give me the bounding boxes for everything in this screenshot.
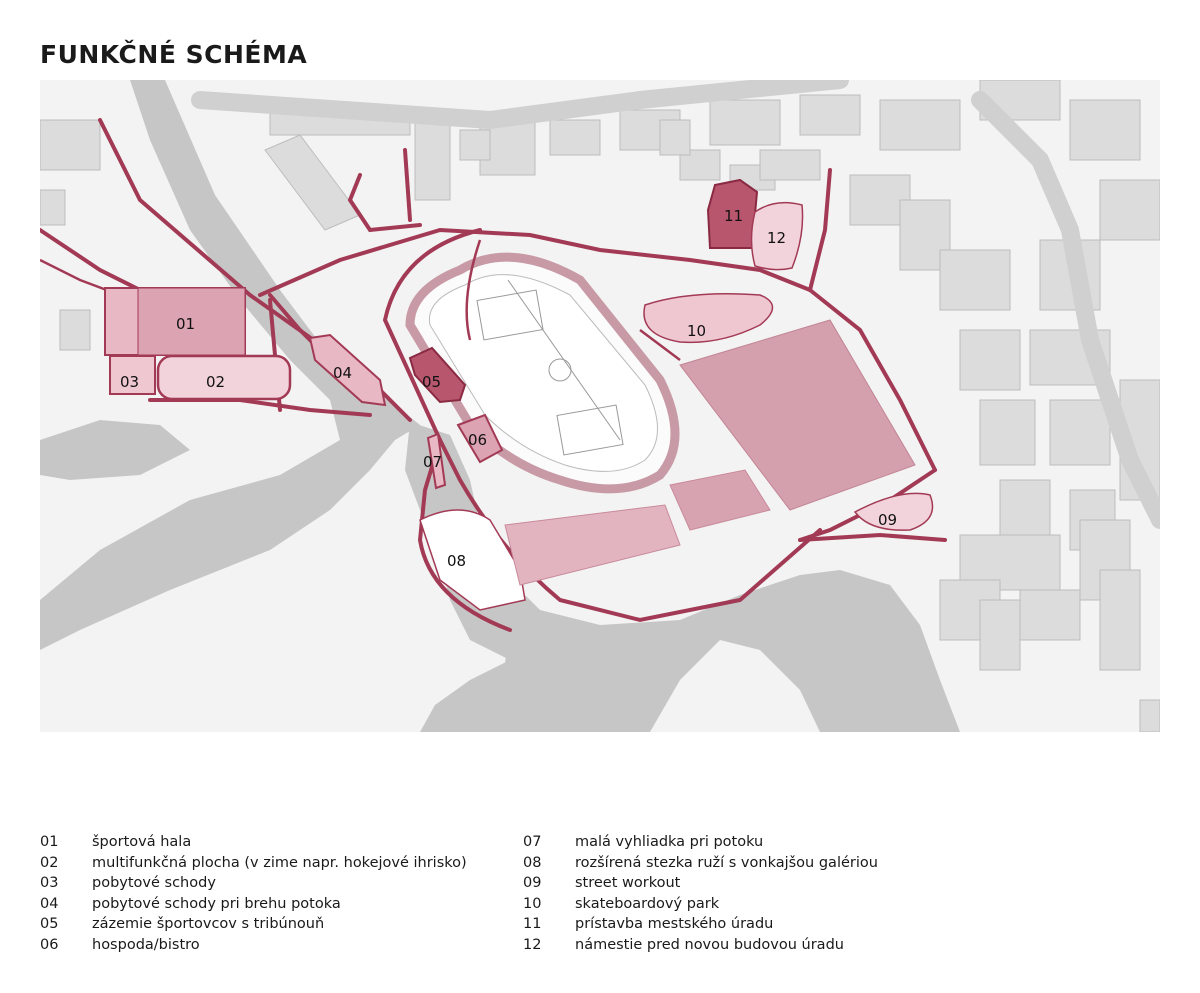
zone-01-roof [137,287,246,356]
zone-label-07: 07 [423,453,442,471]
river [40,80,960,732]
legend-number: 08 [523,854,542,871]
legend-item: 03 pobytové schody [40,873,467,894]
site-map: 01 02 03 04 05 06 07 08 09 10 11 12 [40,80,1160,732]
site-map-drawing: 01 02 03 04 05 06 07 08 09 10 11 12 [40,80,1160,732]
legend-item: 04 pobytové schody pri brehu potoka [40,894,467,915]
zone-05-shape [408,346,467,404]
zone-label-05: 05 [422,373,441,391]
legend-label: skateboardový park [575,895,720,912]
legend-item: 02 multifunkčná plocha (v zime napr. hoke… [40,853,467,874]
legend-label: rozšírená stezka ruží s vonkajšou galéri… [575,854,878,871]
zone-label-11: 11 [724,207,743,225]
legend-number: 12 [523,936,542,953]
zone-12-shape [750,201,804,271]
legend-label: street workout [575,875,681,891]
zone-label-01: 01 [176,315,195,333]
zone-10-shape [643,293,774,344]
legend-number: 05 [40,916,59,932]
football-field [679,319,916,511]
zone-labels: 01 02 03 04 05 06 07 08 09 10 11 12 [120,207,897,570]
legend-label: pobytové schody pri brehu potoka [92,895,341,912]
legend-item: 12 námestie pred novou budovou úradu [523,935,878,956]
legend-item: 08 rozšírená stezka ruží s vonkajšou galé… [523,853,878,874]
zone-06-shape [456,413,504,464]
zone-03-shape [109,355,156,395]
legend-number: 01 [40,834,59,850]
legend-left: 01 športová hala 02 multifunkčná plocha (v… [40,832,467,955]
legend-item: 11 prístavba mestského úradu [523,914,878,935]
tennis-courts-right [669,469,771,531]
zone-08-shape [419,509,526,611]
zone-label-06: 06 [468,431,487,449]
zone-label-08: 08 [447,552,466,570]
legend-number: 03 [40,875,59,891]
legend-label: športová hala [92,834,192,850]
legend-label: multifunkčná plocha (v zime napr. hokejo… [92,854,467,871]
legend-number: 06 [40,936,59,953]
legend-item: 09 street workout [523,873,878,894]
legend-label: pobytové schody [92,875,216,891]
legend-number: 11 [523,916,542,932]
legend-item: 10 skateboardový park [523,894,878,915]
zone-label-12: 12 [767,229,786,247]
zone-09-shape [853,492,934,531]
legend-number: 09 [523,875,542,891]
legend-number: 02 [40,854,59,871]
legend-item: 01 športová hala [40,832,467,853]
zone-label-09: 09 [878,511,897,529]
legend-right: 07 malá vyhliadka pri potoku 08 rozšírená … [523,832,878,955]
page-title: FUNKČNÉ SCHÉMA [40,40,308,69]
zone-04-shape [308,333,387,407]
legend-label: námestie pred novou budovou úradu [575,936,844,953]
legend-item: 05 zázemie športovcov s tribúnouň [40,914,467,935]
legend-label: hospoda/bistro [92,936,200,953]
buildings [40,80,1160,732]
zone-07-shape [426,432,447,490]
street [191,80,1160,529]
zone-label-02: 02 [206,373,225,391]
legend-number: 07 [523,834,542,850]
zone-label-04: 04 [333,364,352,382]
zone-02-shape [156,354,292,401]
legend-label: zázemie športovcov s tribúnouň [92,916,325,932]
zone-label-10: 10 [687,322,706,340]
legend-item: 07 malá vyhliadka pri potoku [523,832,878,853]
tennis-courts-left [504,504,681,586]
legend-number: 04 [40,895,59,912]
legend-item: 06 hospoda/bistro [40,935,467,956]
legend-label: prístavba mestského úradu [575,916,774,932]
zone-label-03: 03 [120,373,139,391]
zones [104,178,934,611]
legend-label: malá vyhliadka pri potoku [575,834,764,850]
legend-number: 10 [523,895,542,912]
